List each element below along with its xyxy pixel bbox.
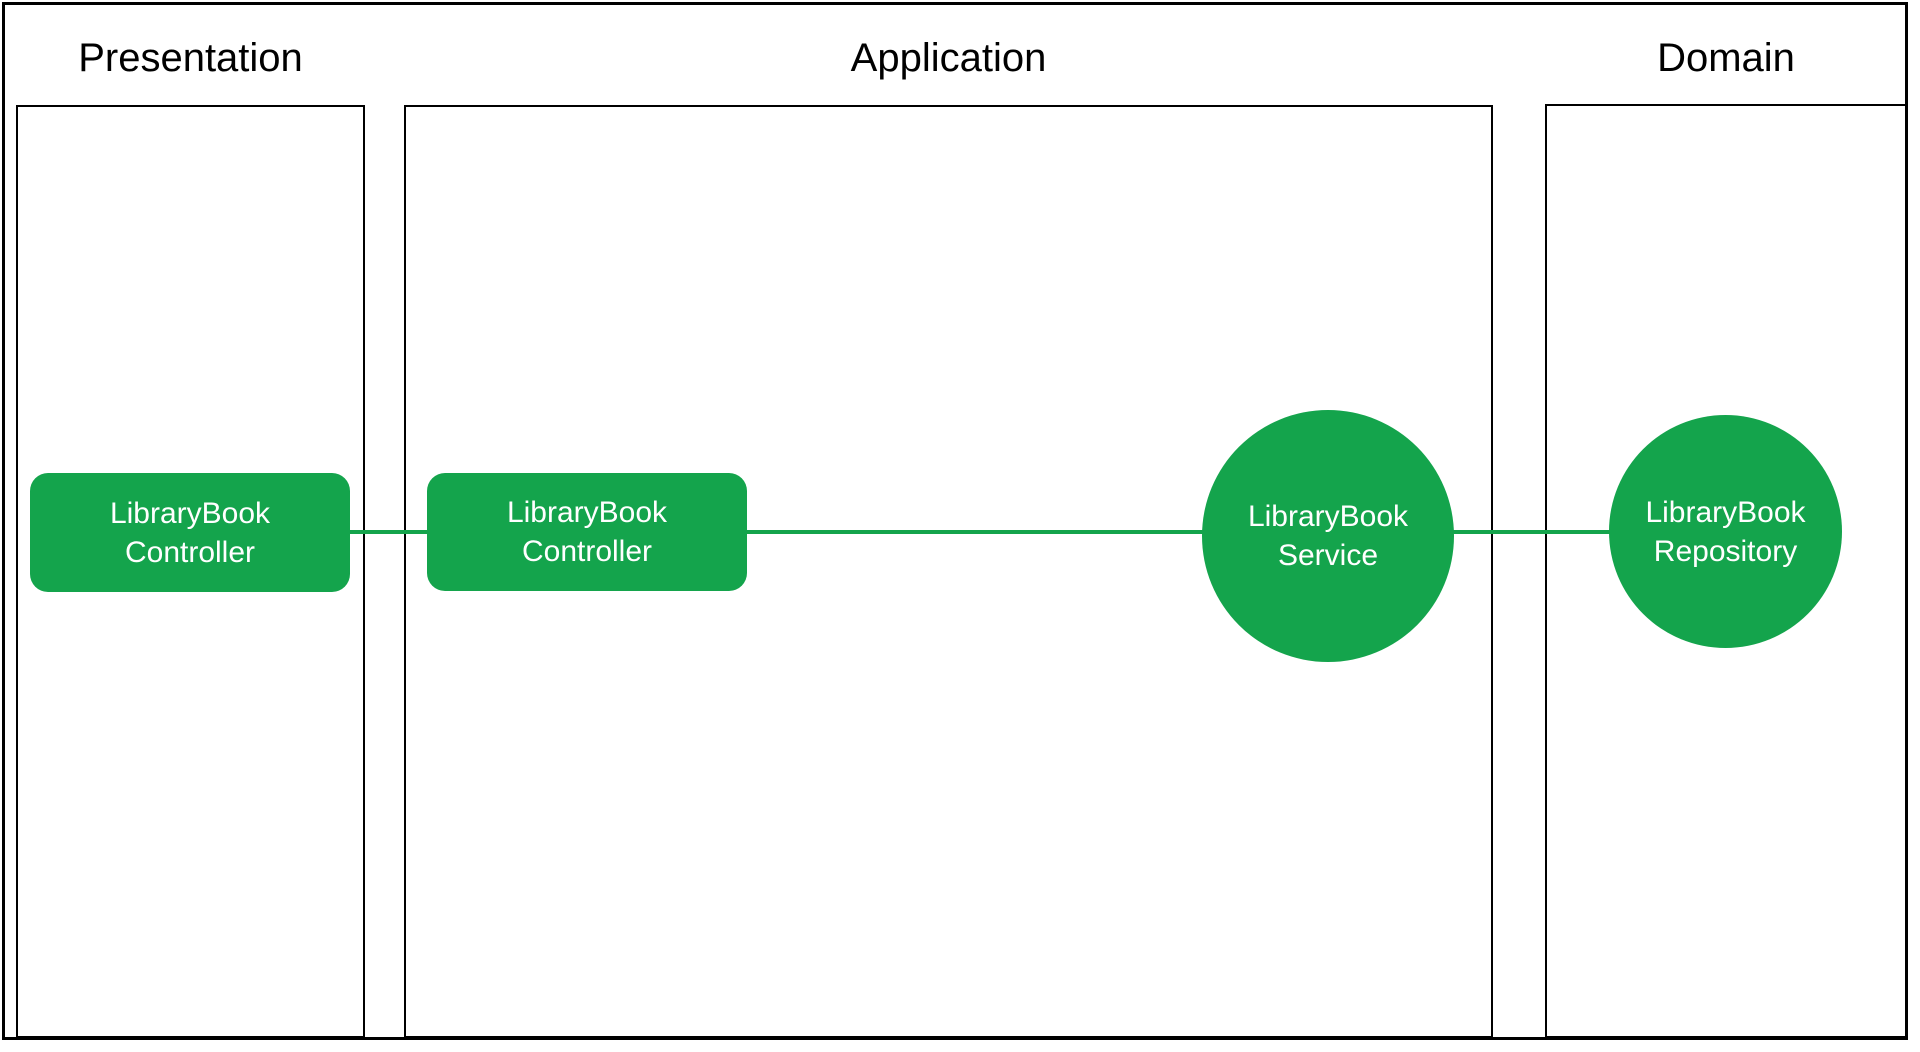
- connector-presentation-controller-to-application-controller: [350, 530, 428, 534]
- node-label-line: LibraryBook: [1247, 500, 1409, 533]
- node-label-line: Repository: [1653, 534, 1798, 568]
- lane-title-application: Application: [850, 36, 1047, 80]
- lane-title-presentation: Presentation: [78, 36, 303, 80]
- node-label-line: LibraryBook: [1645, 495, 1806, 529]
- node-label-line: Controller: [521, 535, 653, 568]
- connector-application-controller-to-service: [746, 530, 1203, 534]
- node-librarybook-service: LibraryBook Service: [1202, 410, 1454, 662]
- node-librarybook-controller-presentation: LibraryBook Controller: [30, 473, 350, 592]
- node-librarybook-repository: LibraryBook Repository: [1609, 415, 1842, 648]
- node-label-line: Controller: [124, 535, 256, 569]
- node-label-line: LibraryBook: [506, 496, 668, 529]
- node-librarybook-controller-application: LibraryBook Controller: [427, 473, 747, 591]
- node-label-line: Service: [1277, 539, 1379, 572]
- connector-service-to-repository: [1453, 530, 1610, 534]
- lane-title-domain: Domain: [1657, 36, 1795, 80]
- node-label-line: LibraryBook: [109, 496, 271, 530]
